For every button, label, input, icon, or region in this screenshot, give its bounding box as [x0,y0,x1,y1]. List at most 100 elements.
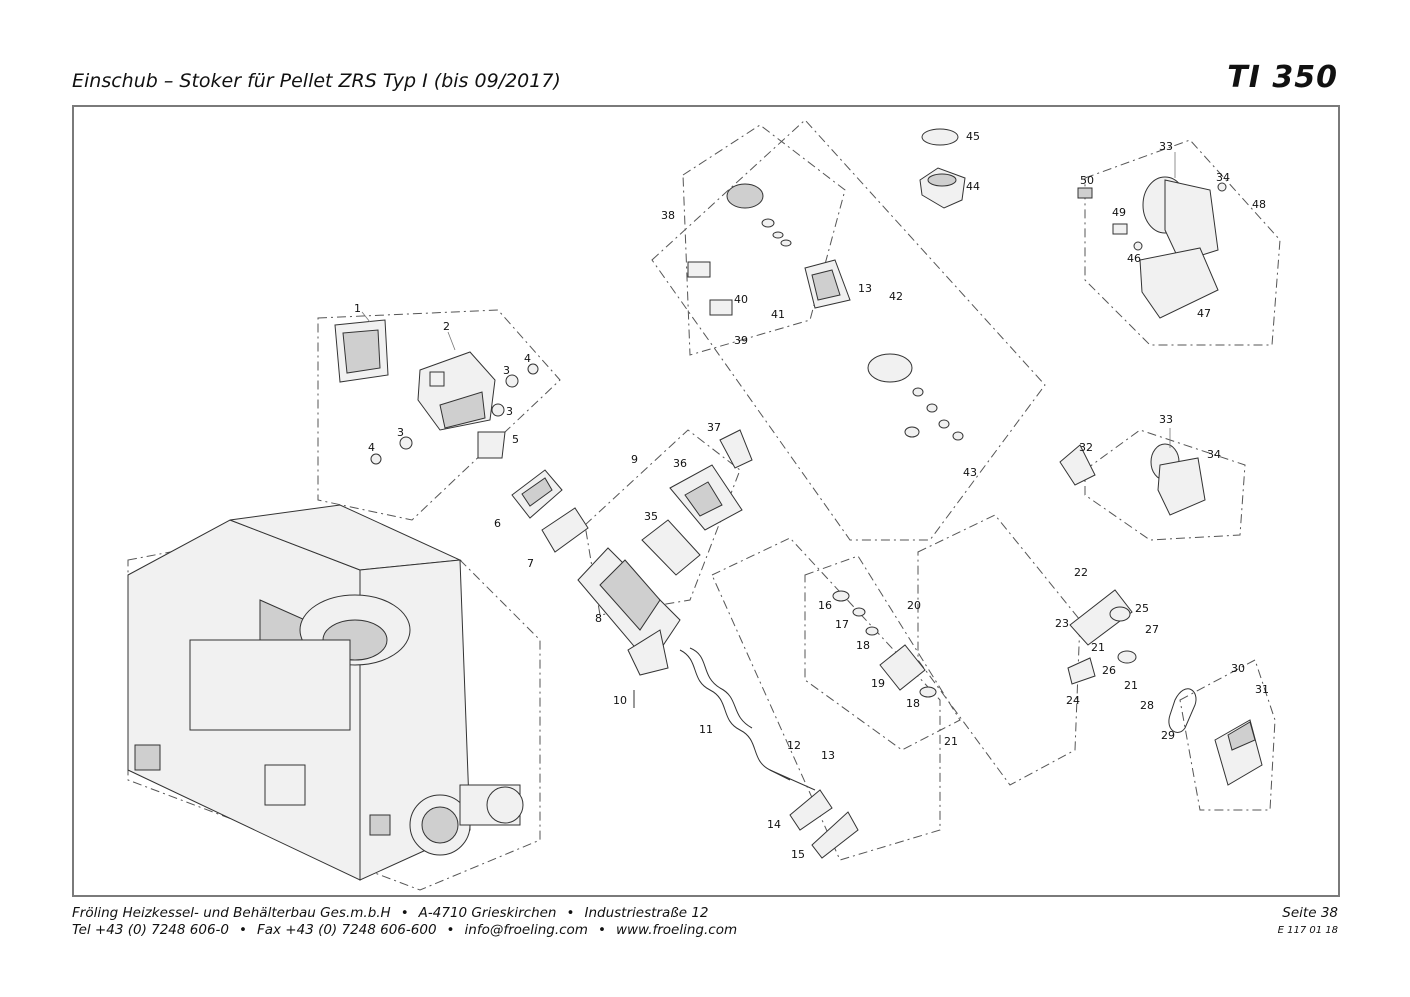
group-outline-motor-bottom [1084,429,1246,541]
motor-assembly-top [1077,176,1227,319]
motor-cover [1214,719,1263,786]
footer-line-1: Fröling Heizkessel- und Behälterbau Ges.… [72,905,709,921]
footer-web: www.froeling.com [615,922,738,938]
combustion-chamber-parts [334,319,539,465]
label-4: 4 [368,441,375,454]
label-18: 18 [856,639,870,652]
label-22: 22 [1074,566,1088,579]
cyclone-parts [687,183,964,441]
label-47: 47 [1197,307,1211,320]
label-10: 10 [613,694,627,707]
footer-separator: • [566,905,575,921]
label-44: 44 [966,180,980,193]
label-20: 20 [907,599,921,612]
footer-fax: Fax +43 (0) 7248 606-600 [256,922,437,938]
label-3: 3 [397,426,404,439]
footer-separator: • [597,922,606,938]
label-5: 5 [512,433,519,446]
group-outline-gear [804,555,961,751]
label-19: 19 [871,677,885,690]
label-11: 11 [699,723,713,736]
footer-separator: • [446,922,455,938]
label-13: 13 [858,282,872,295]
group-outline-cover [1179,659,1276,811]
page-number: Seite 38 [1282,905,1338,921]
label-21: 21 [1124,679,1138,692]
label-27: 27 [1145,623,1159,636]
label-26: 26 [1102,664,1116,677]
label-18: 18 [906,697,920,710]
label-49: 49 [1112,206,1126,219]
footer-tel: Tel +43 (0) 7248 606-0 [72,922,229,938]
label-48: 48 [1252,198,1266,211]
group-outline-motor-top [1084,139,1281,346]
label-32: 32 [1079,441,1093,454]
boiler-body [127,504,524,881]
document-code: TI 350 [1227,60,1338,95]
label-28: 28 [1140,699,1154,712]
label-40: 40 [734,293,748,306]
label-13: 13 [821,749,835,762]
label-43: 43 [963,466,977,479]
label-9: 9 [631,453,638,466]
label-42: 42 [889,290,903,303]
label-39: 39 [734,334,748,347]
footer-address: A-4710 Grieskirchen [418,905,557,921]
label-7: 7 [527,557,534,570]
leader-lines [361,152,1176,448]
group-outline-top [651,119,1046,541]
footer-line-2: Tel +43 (0) 7248 606-0 • Fax +43 (0) 7248 … [72,922,737,938]
inspection-covers [641,429,753,576]
label-8: 8 [595,612,602,625]
label-46: 46 [1127,252,1141,265]
part-labels: 1 2 3 3 3 4 4 5 6 7 8 9 10 11 12 13 13 1… [354,130,1269,861]
label-16: 16 [818,599,832,612]
label-1: 1 [354,302,361,315]
label-12: 12 [787,739,801,752]
label-36: 36 [673,457,687,470]
label-45: 45 [966,130,980,143]
label-2: 2 [443,320,450,333]
label-29: 29 [1161,729,1175,742]
label-21: 21 [944,735,958,748]
label-3: 3 [506,405,513,418]
group-outline-right [917,514,1081,786]
screw-flange-plates [789,789,859,859]
motor-assembly-bottom [1059,443,1206,516]
label-25: 25 [1135,602,1149,615]
label-35: 35 [644,510,658,523]
label-30: 30 [1231,662,1245,675]
page-title: Einschub – Stoker für Pellet ZRS Typ I (… [72,70,561,92]
label-3: 3 [503,364,510,377]
footer-company: Fröling Heizkessel- und Behälterbau Ges.… [72,905,391,921]
flange-parts [511,469,589,553]
label-37: 37 [707,421,721,434]
top-ring-parts [919,128,966,209]
bearing-parts [1067,589,1197,733]
label-50: 50 [1080,174,1094,187]
label-41: 41 [771,308,785,321]
footer-separator: • [239,922,247,938]
document-number: E 117 01 18 [1277,925,1338,936]
footer-email: info@froeling.com [464,922,588,938]
label-33: 33 [1159,140,1173,153]
label-34: 34 [1216,171,1230,184]
label-15: 15 [791,848,805,861]
label-38: 38 [661,209,675,222]
footer-street: Industriestraße 12 [584,905,709,921]
label-21: 21 [1091,641,1105,654]
feed-screw [679,647,816,791]
label-31: 31 [1255,683,1269,696]
diagram-frame [72,105,1340,897]
feed-chute [577,547,681,708]
label-17: 17 [835,618,849,631]
label-4: 4 [524,352,531,365]
label-23: 23 [1055,617,1069,630]
gear-parts [832,590,937,698]
footer-separator: • [400,905,409,921]
label-34: 34 [1207,448,1221,461]
label-14: 14 [767,818,781,831]
label-24: 24 [1066,694,1080,707]
group-outline-cyclone [682,124,846,356]
